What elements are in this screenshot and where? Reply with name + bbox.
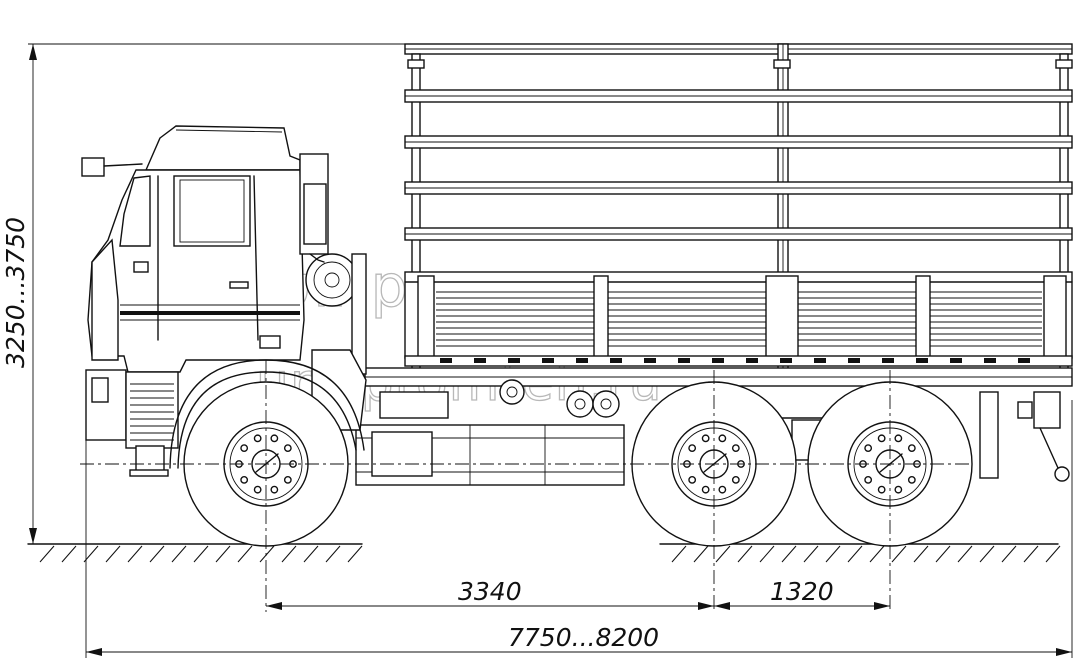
overall-length-dimension: 7750...8200 (508, 623, 659, 652)
wheelbase-rear-dimension: 1320 (770, 577, 834, 606)
truck-cab (81, 125, 367, 477)
height-dimension: 3250...3750 (1, 217, 30, 368)
chassis (355, 379, 891, 486)
ground (27, 543, 1061, 563)
cargo-body (364, 43, 1073, 482)
wheelbase-front-dimension: 3340 (458, 577, 522, 606)
center-lines (80, 360, 972, 612)
dimensions: 3250...3750 3340 1320 7750...8200 (1, 43, 1073, 658)
